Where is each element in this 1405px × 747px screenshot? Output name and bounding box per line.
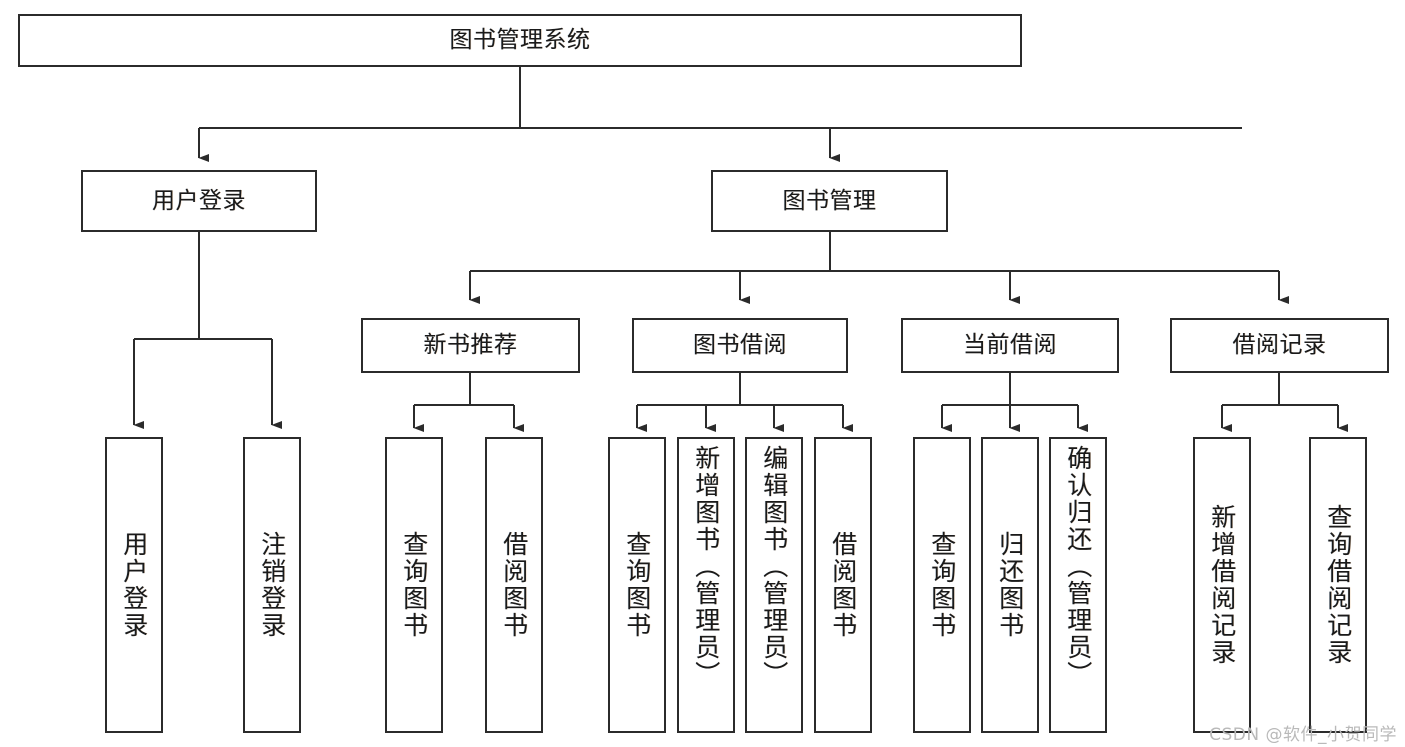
node-label: 归还图书	[995, 531, 1025, 639]
node-label: 用户登录	[152, 187, 246, 214]
node-label: 用户登录	[119, 531, 149, 639]
node-label: 借阅图书	[828, 531, 858, 639]
node-book-borrow[interactable]: 图书借阅	[632, 318, 848, 373]
leaf-current-return-book[interactable]: 归还图书	[981, 437, 1039, 733]
node-user-login[interactable]: 用户登录	[81, 170, 317, 232]
node-label: 新书推荐	[423, 332, 518, 358]
node-label: 查询借阅记录	[1323, 504, 1353, 666]
node-label: 图书管理系统	[449, 27, 591, 53]
node-book-management[interactable]: 图书管理	[711, 170, 948, 232]
node-label: 图书管理	[782, 187, 877, 214]
leaf-record-query-record[interactable]: 查询借阅记录	[1309, 437, 1367, 733]
node-borrow-record[interactable]: 借阅记录	[1170, 318, 1389, 373]
leaf-current-query-book[interactable]: 查询图书	[913, 437, 971, 733]
node-new-book-recommend[interactable]: 新书推荐	[361, 318, 580, 373]
node-label: 图书借阅	[693, 332, 787, 358]
node-label: 借阅图书	[499, 531, 529, 639]
node-root-system[interactable]: 图书管理系统	[18, 14, 1022, 67]
leaf-borrow-borrow-book[interactable]: 借阅图书	[814, 437, 872, 733]
node-label: 查询图书	[399, 531, 429, 639]
node-label: 借阅记录	[1232, 332, 1327, 358]
node-label: 新增图书（管理员）	[691, 445, 721, 688]
leaf-record-add-record[interactable]: 新增借阅记录	[1193, 437, 1251, 733]
leaf-user-logout[interactable]: 注销登录	[243, 437, 301, 733]
node-label: 查询图书	[927, 531, 957, 639]
leaf-current-confirm-return-admin[interactable]: 确认归还（管理员）	[1049, 437, 1107, 733]
leaf-borrow-query-book[interactable]: 查询图书	[608, 437, 666, 733]
leaf-borrow-add-book-admin[interactable]: 新增图书（管理员）	[677, 437, 735, 733]
node-label: 确认归还（管理员）	[1063, 445, 1093, 688]
node-label: 编辑图书（管理员）	[759, 445, 789, 688]
node-current-borrow[interactable]: 当前借阅	[901, 318, 1119, 373]
leaf-borrow-edit-book-admin[interactable]: 编辑图书（管理员）	[745, 437, 803, 733]
watermark-text: CSDN @软件_小贺同学	[1209, 725, 1397, 745]
node-label: 新增借阅记录	[1207, 504, 1237, 666]
node-label: 查询图书	[622, 531, 652, 639]
leaf-newbook-query-book[interactable]: 查询图书	[385, 437, 443, 733]
node-label: 注销登录	[257, 531, 287, 639]
leaf-newbook-borrow-book[interactable]: 借阅图书	[485, 437, 543, 733]
node-label: 当前借阅	[963, 332, 1057, 358]
leaf-user-login-do[interactable]: 用户登录	[105, 437, 163, 733]
